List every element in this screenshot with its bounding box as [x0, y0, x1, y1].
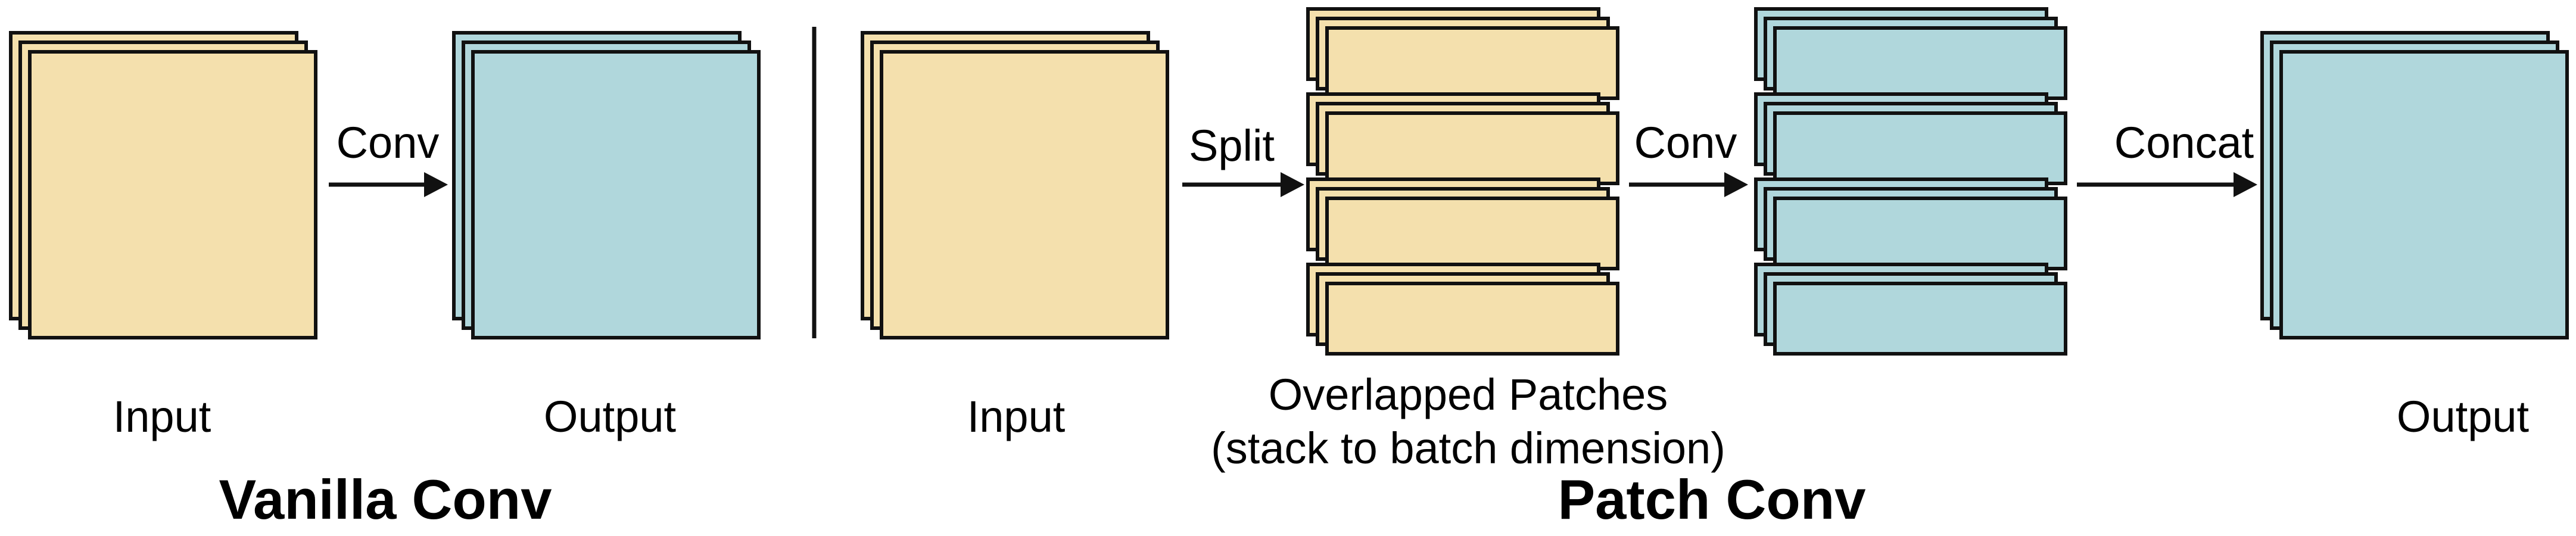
- split-arrow: [1182, 172, 1304, 197]
- patches-caption: Overlapped Patches (stack to batch dimen…: [1211, 368, 1725, 476]
- input-patch-3-layer-front: [1325, 197, 1619, 270]
- vanilla-input-stack-layer-front: [28, 50, 317, 339]
- output-patch-2-layer-front: [1773, 111, 2067, 185]
- vanilla-output-stack-layer-front: [471, 50, 761, 339]
- patch-conv-arrow: [1629, 172, 1748, 197]
- patch-output-caption: Output: [2396, 392, 2530, 441]
- concat-arrow-label: Concat: [2114, 118, 2254, 167]
- patches-caption-line1: Overlapped Patches: [1268, 370, 1668, 419]
- patches-caption-line2: (stack to batch dimension): [1211, 423, 1725, 473]
- output-patch-3-layer-front: [1773, 197, 2067, 270]
- patch-input-stack-layer-front: [880, 50, 1169, 339]
- vanilla-conv-arrow: [329, 172, 448, 197]
- input-patch-1-layer-front: [1325, 26, 1619, 100]
- output-patch-1-layer-front: [1773, 26, 2067, 100]
- vanilla-input-caption: Input: [113, 392, 211, 441]
- patch-input-caption: Input: [967, 392, 1066, 441]
- input-patch-4-layer-front: [1325, 282, 1619, 356]
- patch-conv-title: Patch Conv: [1558, 468, 1866, 531]
- vanilla-conv-arrow-label: Conv: [336, 118, 440, 167]
- patch-output-stack-layer-front: [2279, 50, 2569, 339]
- concat-arrow: [2077, 172, 2257, 197]
- patch-conv-arrow-label: Conv: [1634, 118, 1737, 167]
- vanilla-output-caption: Output: [543, 392, 677, 441]
- split-arrow-label: Split: [1189, 121, 1275, 170]
- input-patch-2-layer-front: [1325, 111, 1619, 185]
- vanilla-conv-title: Vanilla Conv: [219, 468, 552, 531]
- output-patch-4-layer-front: [1773, 282, 2067, 356]
